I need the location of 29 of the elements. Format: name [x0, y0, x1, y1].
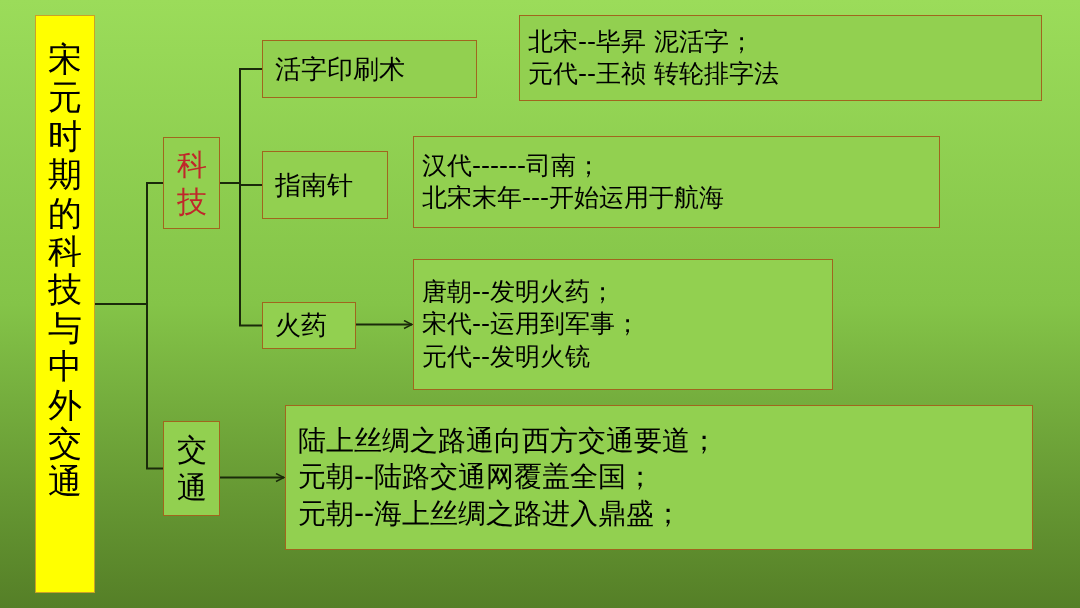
text-line: 火药	[275, 309, 328, 342]
text-line: 汉代------司南；	[422, 149, 603, 182]
text-box	[285, 405, 1033, 550]
bracket-connector	[94, 303, 164, 470]
vertical-label: 交通	[176, 431, 207, 506]
text-box	[413, 136, 940, 228]
text-box	[413, 259, 833, 390]
text-line: 元代--发明火铳	[422, 340, 592, 373]
title-box	[35, 15, 95, 593]
text-line: 活字印刷术	[275, 52, 406, 86]
text-line: 元朝--陆路交通网覆盖全国；	[298, 459, 656, 496]
text-box	[163, 421, 220, 516]
text-box	[262, 40, 477, 98]
text-line: 陆上丝绸之路通向西方交通要道；	[298, 422, 719, 459]
arrow	[219, 472, 285, 483]
text-box	[163, 137, 220, 229]
text-line: 唐朝--发明火药；	[422, 275, 617, 308]
text-line: 元代--王祯 转轮排字法	[528, 58, 780, 90]
text-line: 宋代--运用到军事；	[422, 308, 642, 341]
text-line: 元朝--海上丝绸之路进入鼎盛；	[298, 495, 684, 532]
vertical-label: 科技	[176, 145, 207, 221]
text-line: 北宋末年---开始运用于航海	[422, 182, 726, 214]
text-box	[262, 302, 356, 349]
text-box	[262, 151, 388, 219]
vertical-label: 宋元时期的科技与中外交通	[48, 40, 82, 504]
text-line: 指南针	[275, 168, 354, 202]
text-line: 北宋--毕昇 泥活字；	[528, 25, 755, 58]
text-box	[519, 15, 1042, 101]
arrow	[355, 319, 413, 330]
